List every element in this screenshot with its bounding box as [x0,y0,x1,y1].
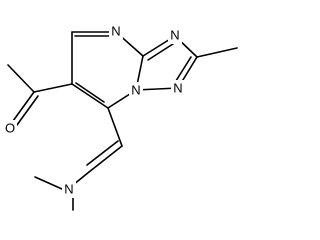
bonds [7,31,238,211]
atom-labels: N N N N O N [3,23,185,198]
bond-c7-c6 [71,83,109,109]
atom-n-amine: N [64,182,73,197]
bond-carbonyl-o [12,91,35,122]
bond-carbonyl-methyl [7,64,35,93]
atom-n-triazole-bottom: N [173,81,182,96]
bond-c7-c6-double [75,82,105,103]
bond-vinyl-double [88,145,123,173]
bond-n-methyl-left [34,176,63,190]
bond-c2-n2-double [173,56,192,85]
bond-carbonyl-o-double [16,95,39,126]
atom-n-triazole-top: N [170,28,179,43]
atom-n-pyrimidine: N [111,24,120,39]
bond-c3a-n3-double [147,41,177,61]
bond-vinyl-double-2 [86,140,119,166]
bond-c2-methyl [196,47,238,58]
atom-o-carbonyl: O [5,121,15,136]
bond-c6-carbonyl [33,83,73,93]
structure-diagram: N N N N O N [3,23,238,211]
atom-n-bridgehead: N [131,83,140,98]
bond-c7-vinyl [107,107,123,147]
